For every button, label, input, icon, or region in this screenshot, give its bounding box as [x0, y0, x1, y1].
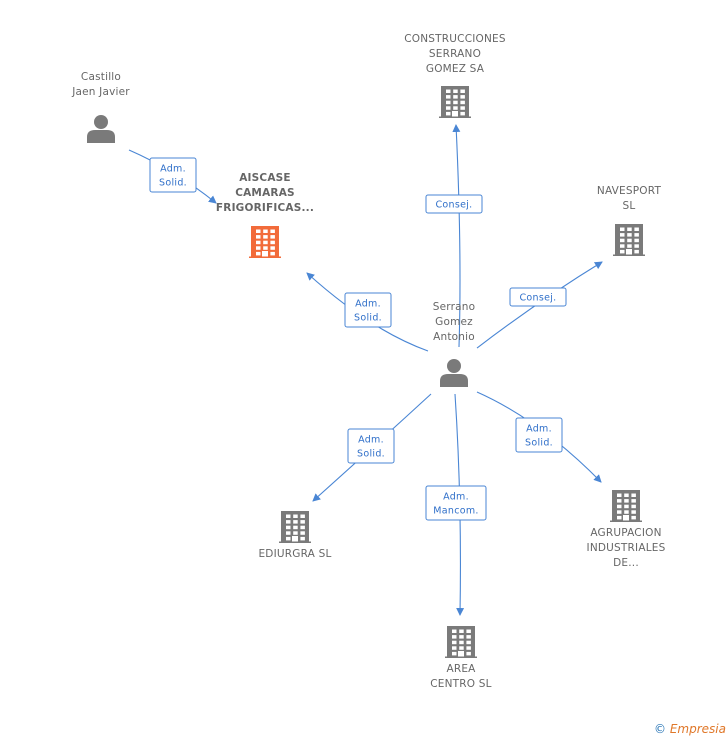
building-icon — [610, 490, 642, 522]
node-label: INDUSTRIALES — [587, 542, 666, 554]
node-label: AISCASE — [239, 172, 291, 184]
edge-label-text: Solid. — [159, 178, 187, 189]
edge-label-text: Mancom. — [433, 506, 478, 517]
node-label: CONSTRUCCIONES — [404, 33, 506, 45]
node-label: AREA — [446, 663, 476, 675]
person-icon — [440, 359, 468, 387]
edge-label-text: Solid. — [525, 438, 553, 449]
node-construcciones[interactable]: CONSTRUCCIONES SERRANO GOMEZ SA — [404, 33, 506, 118]
node-ediurgra[interactable]: EDIURGRA SL — [258, 511, 331, 560]
credit: © Empresia — [654, 722, 726, 736]
edge-label-box[interactable] — [344, 292, 392, 328]
edge-label-text: Solid. — [354, 313, 382, 324]
edge-serrano-ediurgra[interactable]: Adm. Solid. — [312, 393, 432, 502]
node-label: GOMEZ SA — [426, 63, 485, 75]
edge-label-box[interactable] — [149, 157, 197, 193]
node-agrupacion[interactable]: AGRUPACION INDUSTRIALES DE... — [587, 490, 666, 569]
node-label: Antonio — [433, 331, 475, 343]
edge-castillo-aiscase[interactable]: Adm. Solid. — [128, 149, 217, 204]
node-aiscase[interactable]: AISCASE CAMARAS FRIGORIFICAS... — [216, 172, 314, 258]
edge-serrano-aiscase[interactable]: Adm. Solid. — [306, 272, 429, 352]
node-label: EDIURGRA SL — [258, 548, 331, 560]
edge-label-text: Adm. — [526, 424, 552, 435]
building-icon — [445, 626, 477, 658]
edge-label-text: Solid. — [357, 449, 385, 460]
edge-arrow — [452, 124, 461, 348]
edge-label-text: Adm. — [355, 299, 381, 310]
node-label: NAVESPORT — [597, 185, 662, 197]
edge-label-box[interactable] — [509, 287, 567, 307]
node-label: FRIGORIFICAS... — [216, 202, 314, 214]
edge-serrano-construcciones[interactable]: Consej. — [425, 124, 483, 348]
edge-label-text: Adm. — [358, 435, 384, 446]
node-label: CAMARAS — [235, 187, 295, 199]
building-icon — [439, 86, 471, 118]
edge-label-text: Consej. — [519, 293, 556, 304]
building-icon — [279, 511, 311, 543]
edge-label-box[interactable] — [425, 485, 487, 521]
node-area[interactable]: AREA CENTRO SL — [430, 626, 492, 690]
edge-label-box[interactable] — [515, 417, 563, 453]
edge-serrano-agrupacion[interactable]: Adm. Solid. — [476, 391, 602, 483]
node-label: AGRUPACION — [590, 527, 661, 539]
edge-label-text: Adm. — [443, 492, 469, 503]
edge-serrano-area[interactable]: Adm. Mancom. — [425, 393, 487, 616]
node-label: SERRANO — [429, 48, 481, 60]
node-label: Jaen Javier — [71, 86, 130, 98]
brand-name[interactable]: Empresia — [669, 722, 726, 736]
edges-layer: Adm. Solid. Adm. Solid. Consej. Consej. Adm. So… — [128, 124, 603, 616]
node-label: Castillo — [81, 71, 121, 83]
building-icon — [613, 224, 645, 256]
node-label: SL — [623, 200, 636, 212]
edge-label-text: Adm. — [160, 164, 186, 175]
node-label: Gomez — [435, 316, 473, 328]
copyright-symbol: © — [654, 722, 667, 736]
person-icon — [87, 115, 115, 143]
node-label: DE... — [613, 557, 639, 569]
edge-label-text: Consej. — [435, 200, 472, 211]
edge-label-box[interactable] — [347, 428, 395, 464]
edge-serrano-navesport[interactable]: Consej. — [476, 261, 603, 349]
node-label: Serrano — [433, 301, 476, 313]
node-navesport[interactable]: NAVESPORT SL — [597, 185, 662, 256]
node-label: CENTRO SL — [430, 678, 491, 690]
edge-label-box[interactable] — [425, 194, 483, 214]
building-icon — [249, 226, 281, 258]
